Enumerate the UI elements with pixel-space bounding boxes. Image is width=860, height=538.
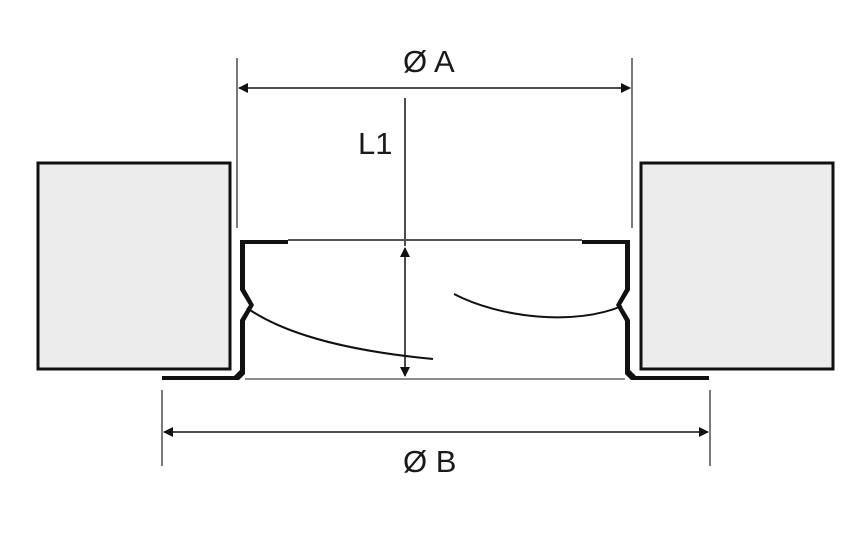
damper-blade-left (246, 307, 434, 360)
length-l1-label: L1 (358, 126, 393, 161)
diameter-a-label: Ø A (403, 44, 455, 79)
left-wall-block (36, 161, 232, 371)
damper-blade-right (453, 293, 623, 319)
diameter-b-label: Ø B (403, 444, 457, 479)
right-wall-block (639, 161, 835, 371)
